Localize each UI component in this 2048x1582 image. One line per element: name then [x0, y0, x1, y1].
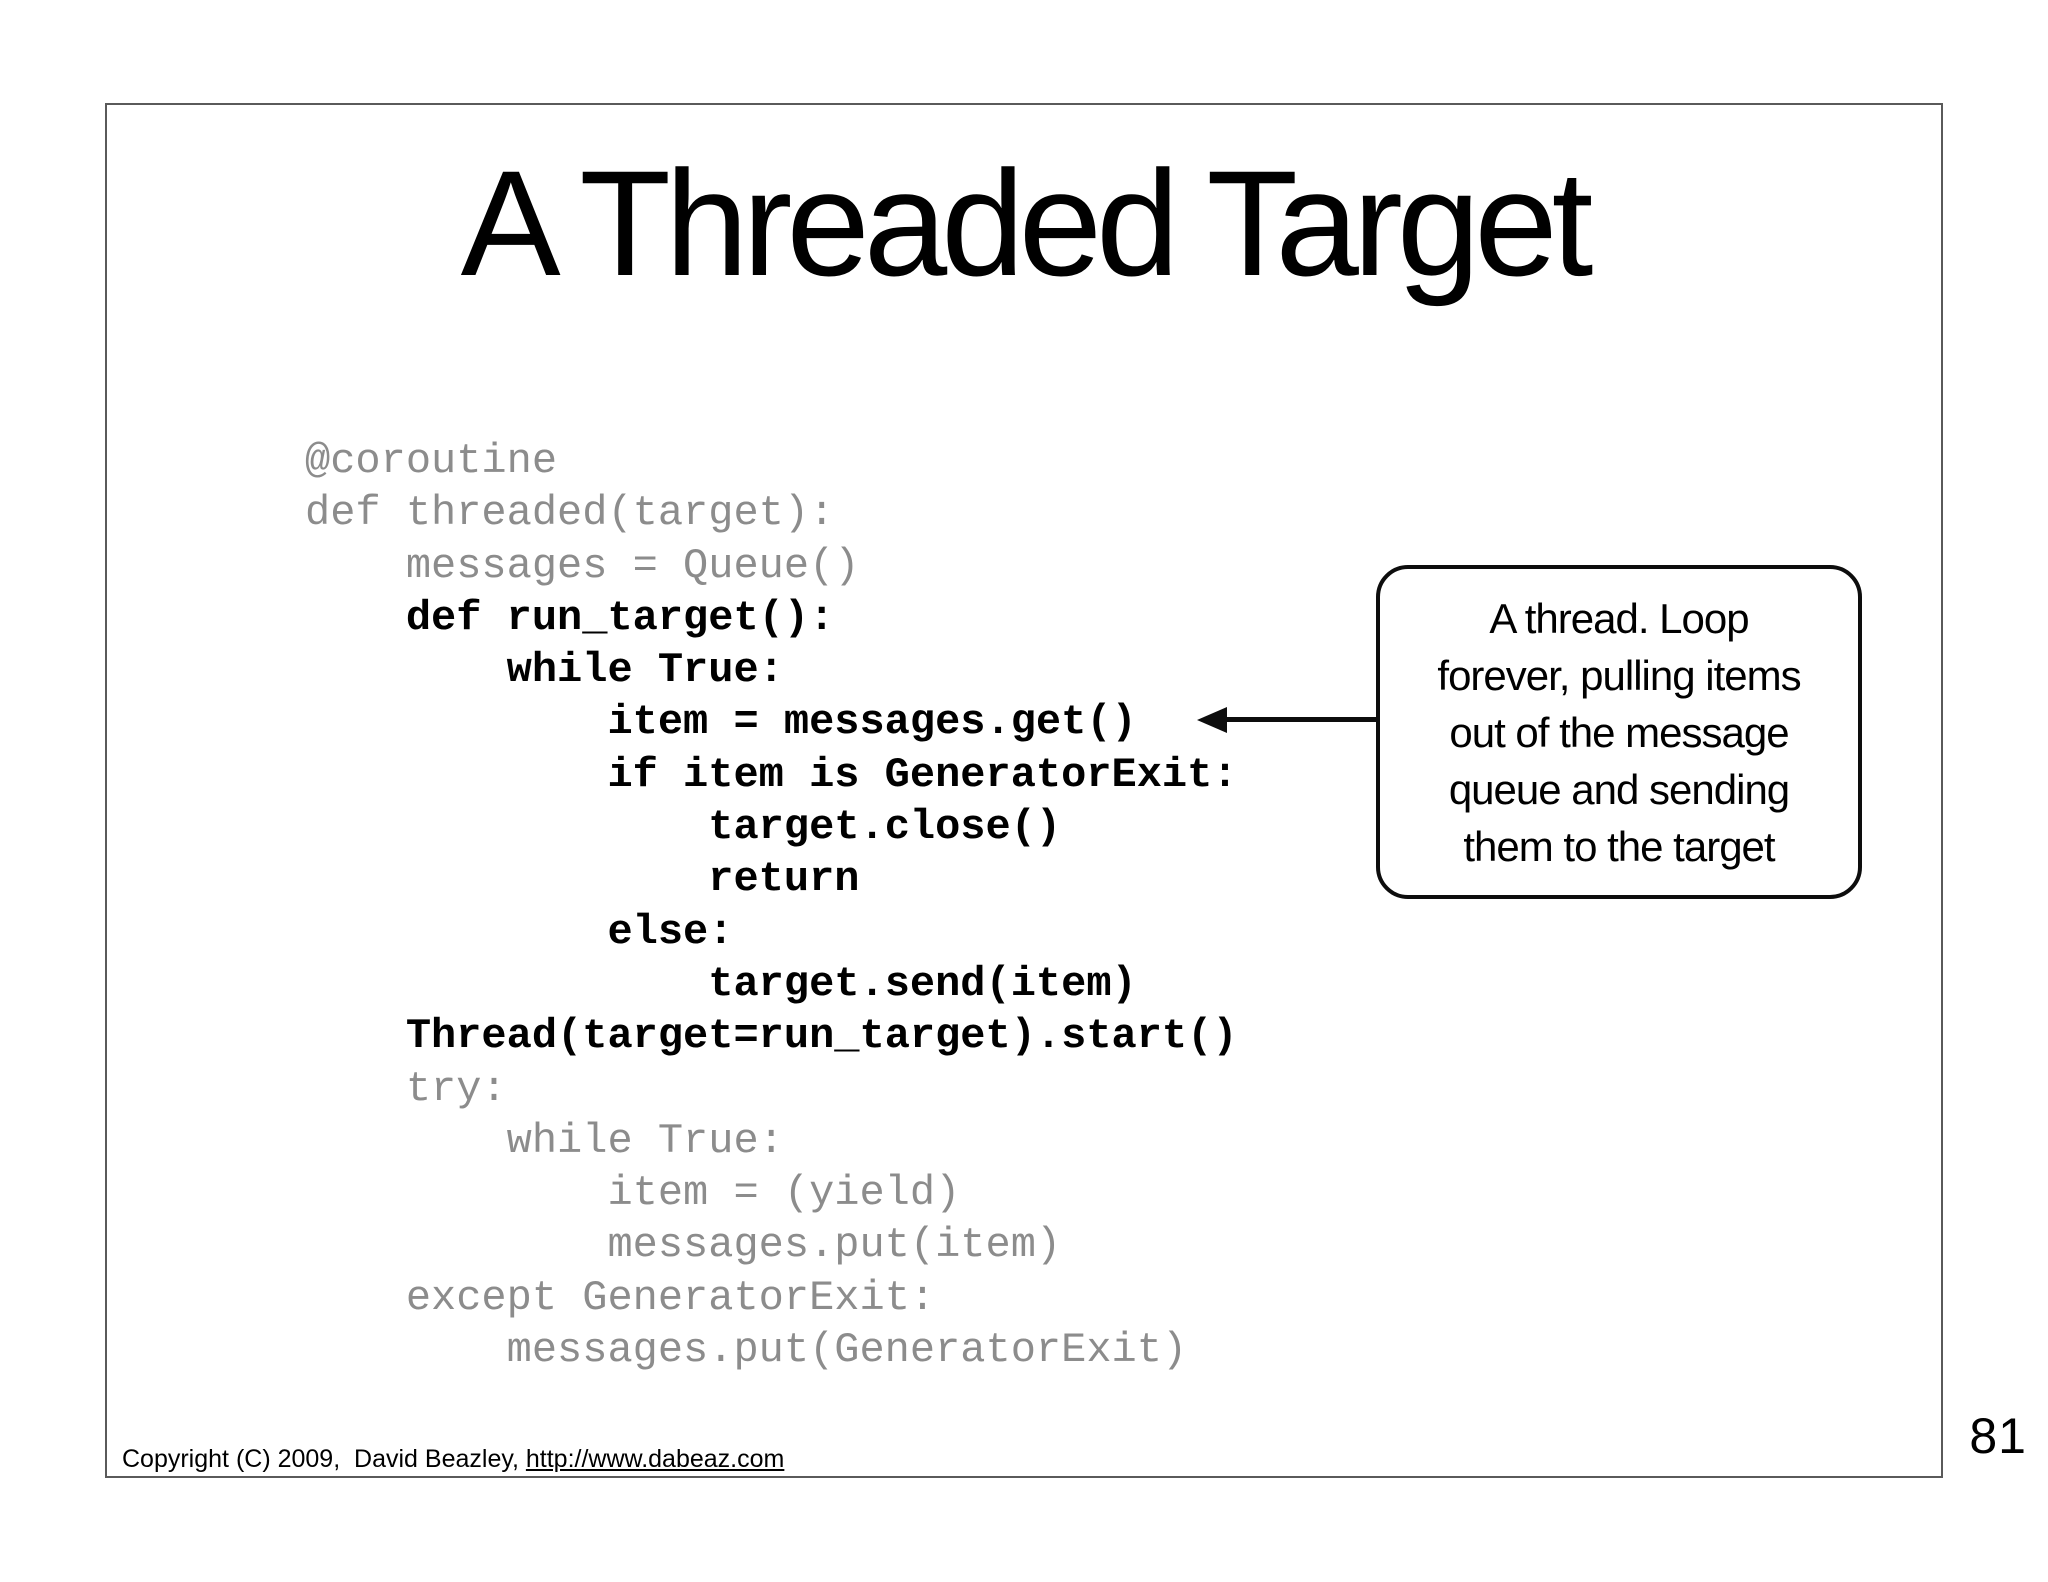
code-line: messages.put(GeneratorExit): [506, 1326, 1188, 1375]
callout-line: them to the target: [1463, 822, 1775, 870]
code-line: item = messages.get(): [607, 698, 1137, 747]
page-number: 81: [1969, 1408, 2027, 1464]
callout-box: A thread. Loop forever, pulling items out …: [1376, 565, 1862, 899]
code-line: except GeneratorExit:: [405, 1273, 936, 1322]
code-line: def run_target():: [405, 593, 835, 642]
code-line: def threaded(target):: [305, 489, 835, 538]
copyright-footer: Copyright (C) 2009, David Beazley, http:…: [122, 1445, 784, 1474]
code-line: try:: [405, 1064, 507, 1113]
code-line: messages = Queue(): [405, 541, 860, 590]
callout-line: A thread. Loop: [1489, 594, 1749, 642]
callout-line: forever, pulling items: [1437, 651, 1801, 699]
callout-line: queue and sending: [1448, 765, 1790, 813]
copyright-link[interactable]: http://www.dabeaz.com: [525, 1445, 785, 1473]
code-line: while True:: [506, 646, 784, 695]
code-line: return: [708, 855, 860, 904]
callout-arrow-head-icon: [1197, 706, 1227, 733]
code-line: target.close(): [708, 803, 1062, 852]
callout-text: A thread. Loop forever, pulling items out …: [1437, 590, 1801, 875]
code-line: @coroutine: [305, 437, 558, 485]
copyright-text: Copyright (C) 2009, David Beazley,: [122, 1445, 526, 1473]
code-line: item = (yield): [607, 1169, 961, 1218]
slide-title: A Threaded Target: [460, 139, 1594, 307]
code-line: if item is GeneratorExit:: [607, 750, 1238, 799]
code-line: messages.put(item): [607, 1221, 1062, 1270]
code-line: while True:: [506, 1116, 784, 1165]
code-line: target.send(item): [708, 959, 1137, 1008]
callout-line: out of the message: [1449, 708, 1789, 756]
callout-arrow-line: [1223, 717, 1376, 722]
code-line: Thread(target=run_target).start(): [405, 1012, 1238, 1061]
code-line: else:: [607, 907, 734, 956]
